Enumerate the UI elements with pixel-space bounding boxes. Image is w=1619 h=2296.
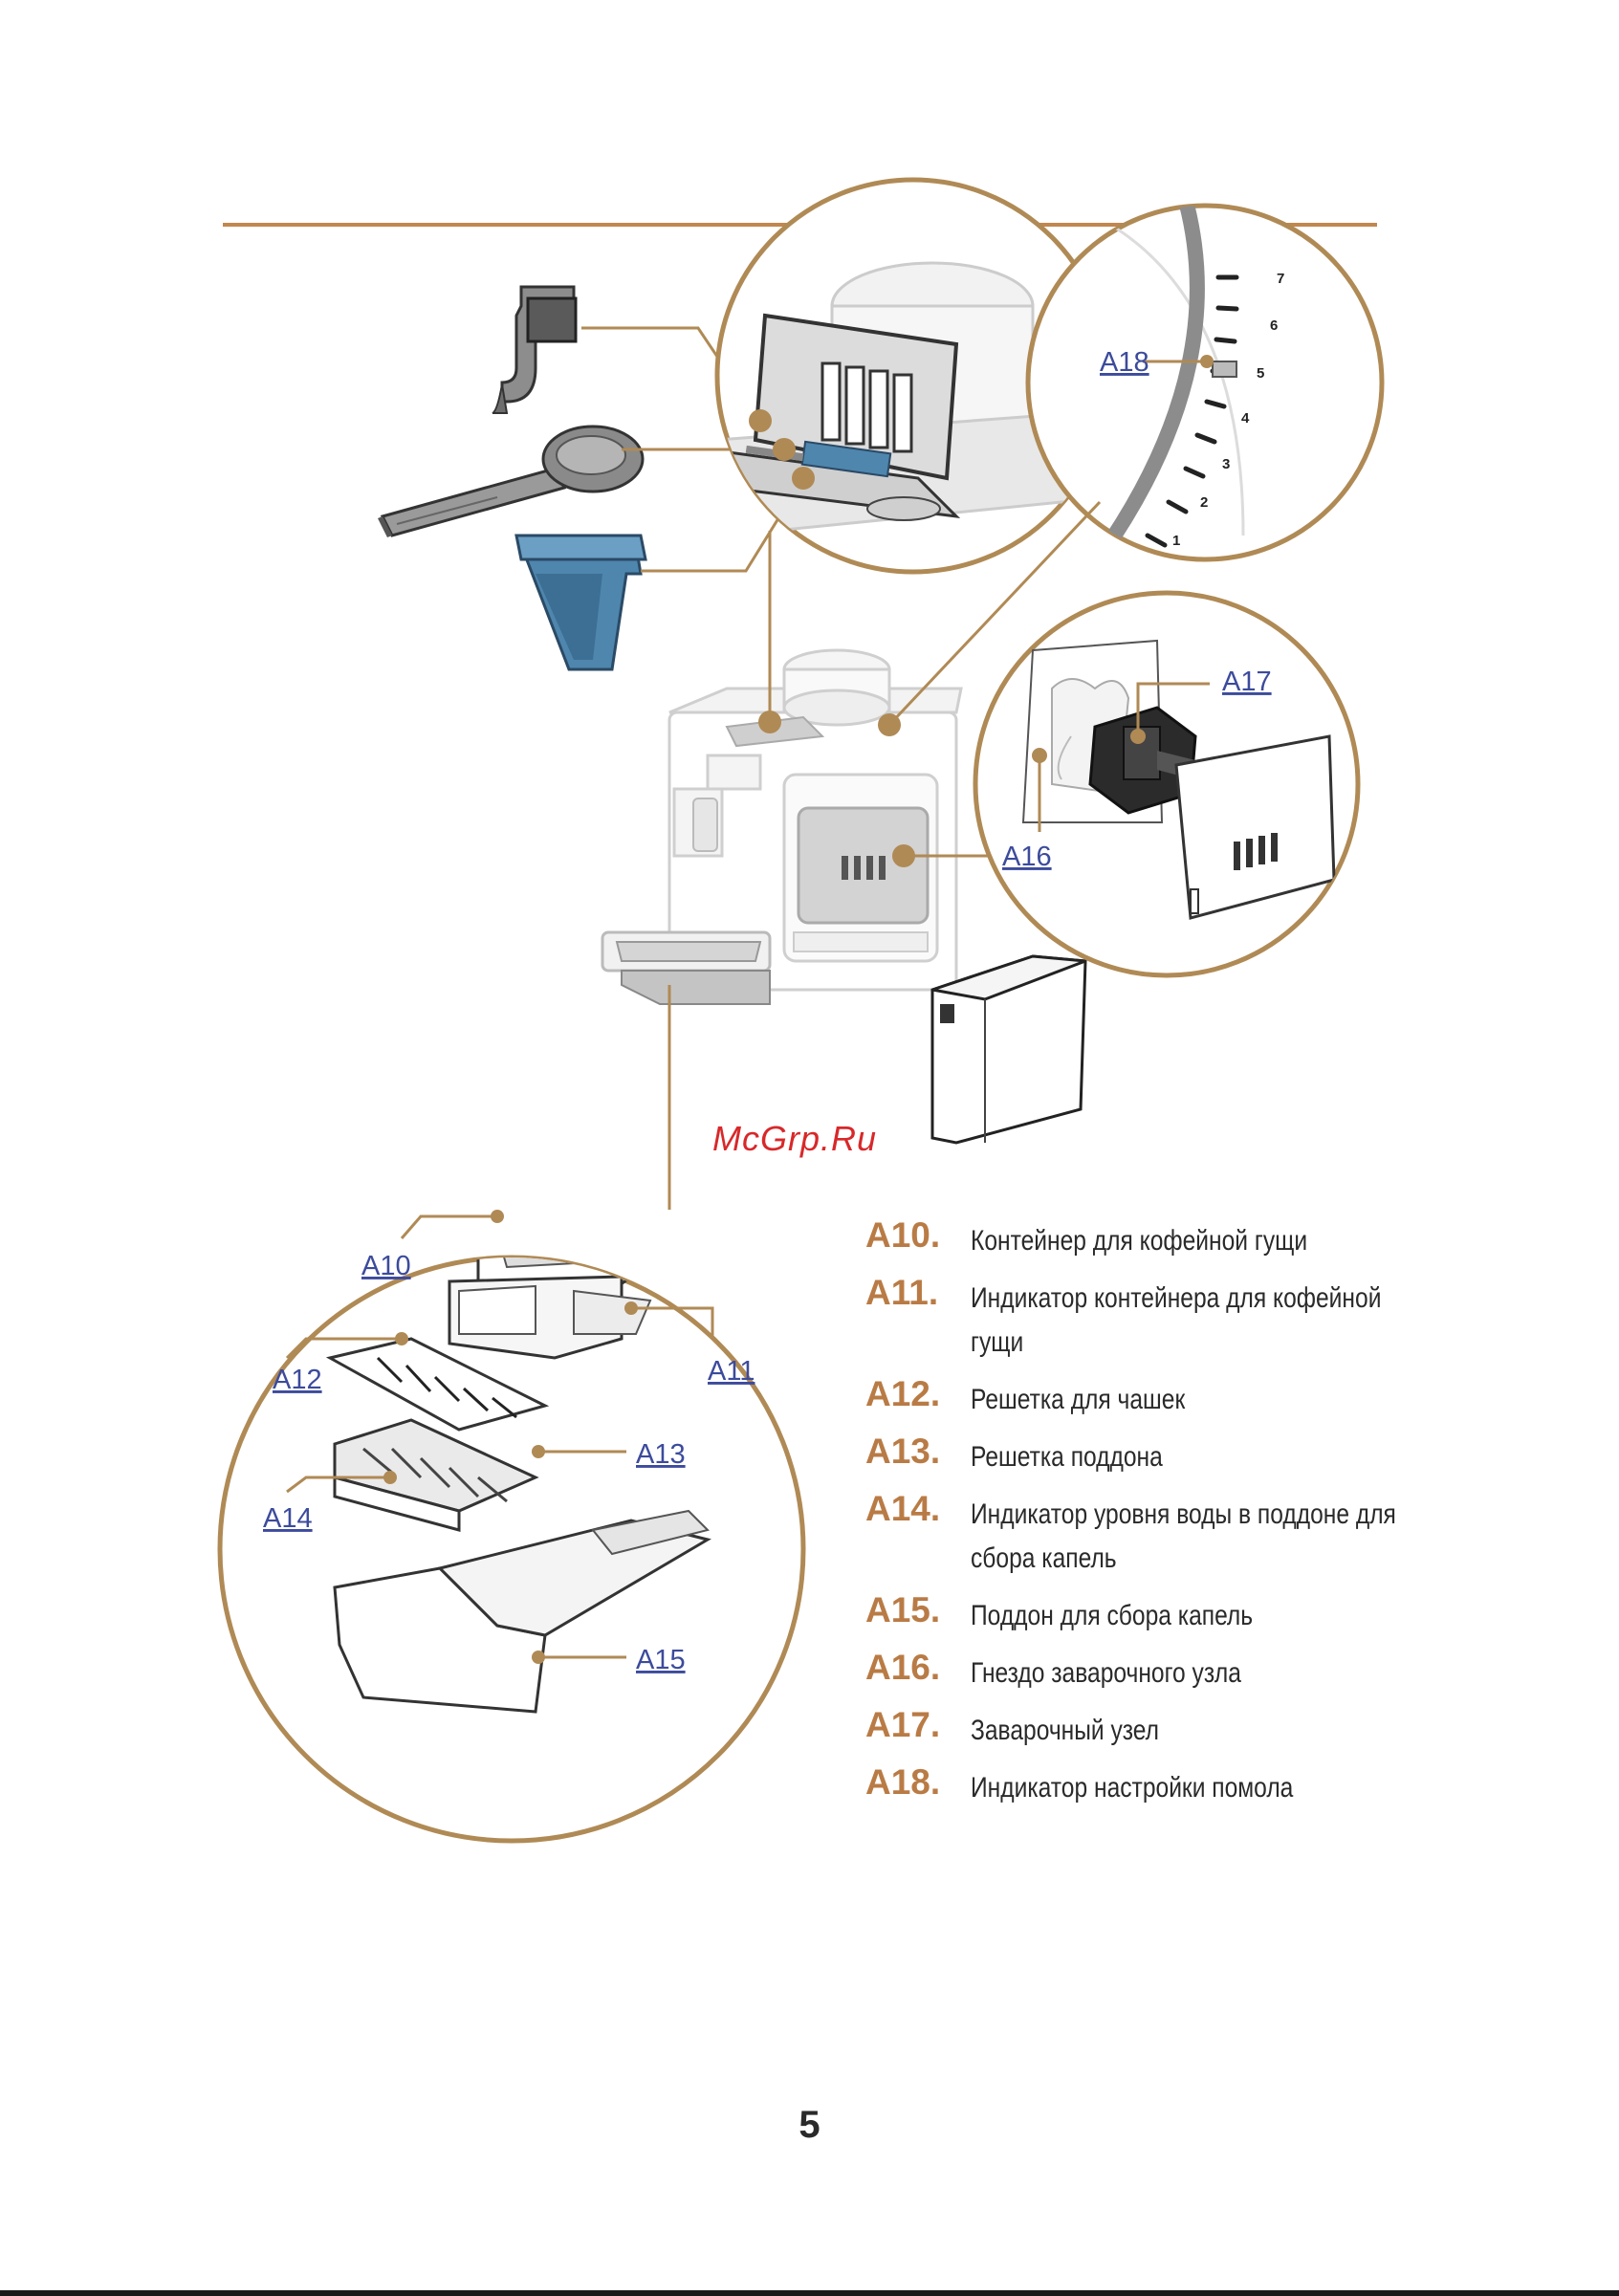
scale-number: 1: [1172, 533, 1180, 549]
page-number: 5: [799, 2104, 820, 2146]
grind-scale-numbers: 1 2 3 4 5 6 7: [1172, 271, 1284, 549]
callout-a11: A11: [708, 1356, 755, 1387]
legend-text: Индикатор настройки помола: [971, 1772, 1294, 1804]
callout-a13: A13: [636, 1439, 686, 1470]
legend-code: A18.: [865, 1762, 941, 1802]
legend-text: Решетка для чашек: [971, 1384, 1186, 1415]
grind-dial-circle: 1 2 3 4 5 6 7 A18: [1025, 203, 1385, 562]
legend-item: A11. Индикатор контейнера для кофейной г…: [865, 1273, 1401, 1365]
legend-code: A11.: [865, 1273, 939, 1312]
legend-item: A14. Индикатор уровня воды в поддоне для…: [865, 1489, 1401, 1581]
parts-legend: A10. Контейнер для кофейной гущи A11. Ин…: [865, 1215, 1401, 1824]
scale-number: 7: [1277, 271, 1284, 287]
legend-text: Индикатор контейнера для кофейной гущи: [971, 1282, 1382, 1358]
callout-a12: A12: [273, 1365, 322, 1395]
callout-a14: A14: [263, 1503, 313, 1534]
legend-item: A17. Заварочный узел: [865, 1705, 1401, 1753]
leader-lines-machine: [667, 500, 1102, 1210]
legend-code: A15.: [865, 1590, 941, 1629]
legend-item: A13. Решетка поддона: [865, 1432, 1401, 1479]
legend-code: A13.: [865, 1432, 941, 1471]
water-tank-part: [930, 954, 1087, 1145]
callout-a10: A10: [361, 1251, 411, 1281]
callout-a17: A17: [1222, 667, 1272, 697]
callout-a18: A18: [1100, 347, 1149, 378]
scale-number: 2: [1200, 494, 1208, 511]
legend-item: A12. Решетка для чашек: [865, 1374, 1401, 1422]
scale-number: 3: [1222, 456, 1230, 472]
legend-text: Гнездо заварочного узла: [971, 1657, 1241, 1689]
bottom-rule: [0, 2290, 1619, 2296]
legend-item: A10. Контейнер для кофейной гущи: [865, 1215, 1401, 1263]
legend-code: A17.: [865, 1705, 941, 1744]
brew-unit-circle: A17 A16: [973, 590, 1361, 978]
steam-nozzle-part: [492, 285, 578, 414]
scale-number: 6: [1270, 317, 1278, 334]
top-detail-circle: [714, 177, 1112, 575]
legend-item: A15. Поддон для сбора капель: [865, 1590, 1401, 1638]
legend-text: Поддон для сбора капель: [971, 1600, 1254, 1631]
legend-text: Заварочный узел: [971, 1715, 1160, 1746]
callout-a15: A15: [636, 1645, 686, 1675]
drip-tray-circle: A10 A11 A12 A13 A14 A15: [217, 1210, 806, 1844]
scale-number: 5: [1257, 365, 1264, 382]
watermark-text: McGrp.Ru: [712, 1119, 878, 1158]
scale-number: 4: [1241, 410, 1250, 426]
legend-code: A16.: [865, 1648, 941, 1687]
legend-code: A12.: [865, 1374, 941, 1413]
callout-a16: A16: [1002, 842, 1052, 872]
legend-item: A16. Гнездо заварочного узла: [865, 1648, 1401, 1695]
blue-funnel-part: [514, 534, 647, 671]
measuring-spoon-part: [378, 425, 645, 537]
coffee-machine-body: [601, 648, 963, 1005]
legend-item: A18. Индикатор настройки помола: [865, 1762, 1401, 1810]
legend-text: Контейнер для кофейной гущи: [971, 1225, 1308, 1257]
legend-code: A14.: [865, 1489, 941, 1528]
legend-code: A10.: [865, 1215, 941, 1255]
legend-text: Индикатор уровня воды в поддоне для сбор…: [971, 1498, 1396, 1574]
legend-text: Решетка поддона: [971, 1441, 1163, 1473]
